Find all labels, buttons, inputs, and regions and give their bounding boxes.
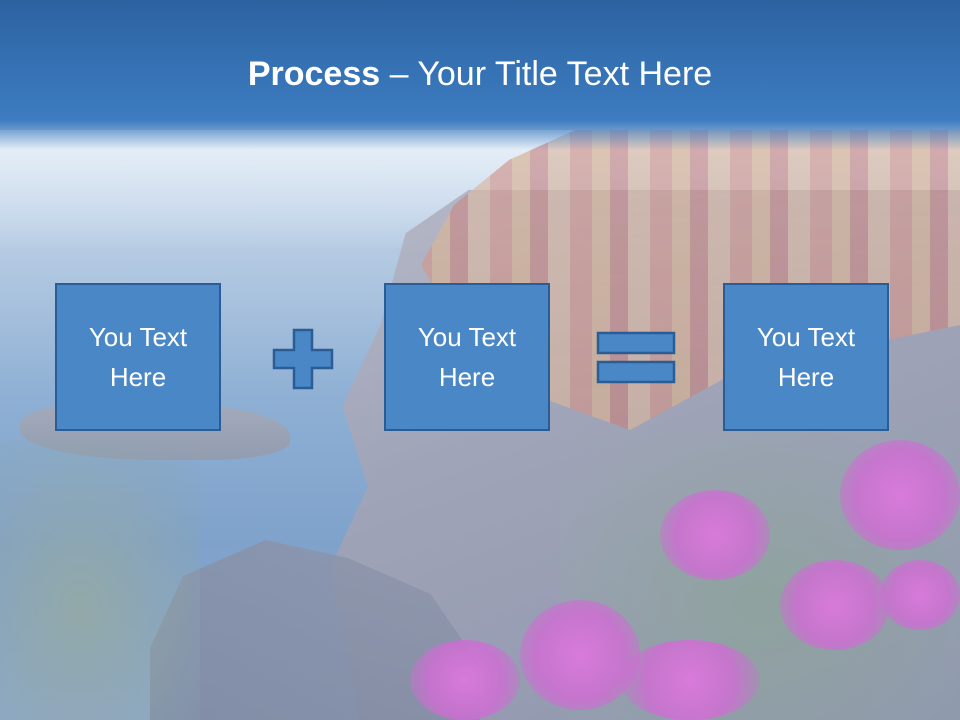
title-bar [0, 0, 960, 150]
flower [780, 560, 890, 650]
box-text: You Text Here [68, 317, 208, 397]
box-text-line2: Here [109, 362, 167, 392]
equals-icon[interactable] [596, 331, 676, 385]
process-box-3[interactable]: You Text Here [723, 283, 889, 431]
box-text-line1: You Text [417, 322, 517, 352]
flower [520, 600, 640, 710]
box-text-line2: Here [438, 362, 496, 392]
flower [660, 490, 770, 580]
flower [620, 640, 760, 720]
title-rest: – Your Title Text Here [380, 55, 713, 93]
plus-icon[interactable] [272, 328, 334, 390]
process-box-1[interactable]: You Text Here [55, 283, 221, 431]
box-text-line1: You Text [756, 322, 856, 352]
flower [880, 560, 960, 630]
flower [410, 640, 520, 720]
process-box-2[interactable]: You Text Here [384, 283, 550, 431]
foliage-left [0, 440, 200, 720]
box-text: You Text Here [736, 317, 876, 397]
box-text: You Text Here [397, 317, 537, 397]
title-bold: Process [247, 55, 381, 93]
box-text-line1: You Text [88, 322, 188, 352]
flower [840, 440, 960, 550]
slide-title[interactable]: Process – Your Title Text Here [0, 52, 960, 96]
box-text-line2: Here [777, 362, 835, 392]
